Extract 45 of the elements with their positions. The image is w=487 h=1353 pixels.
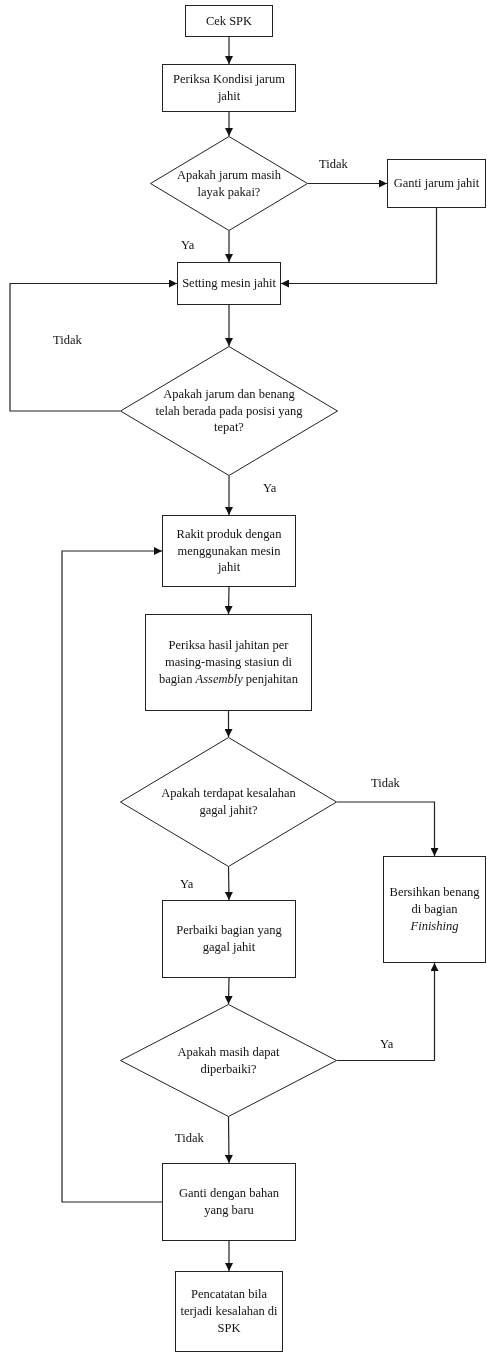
node-text: Rakit produk dengan menggunakan mesin jahit — [175, 525, 283, 577]
arrow — [224, 866, 233, 901]
node-text: Apakah jarum masih layak pakai? — [175, 166, 283, 201]
arrow — [225, 230, 233, 263]
process-box — [162, 900, 296, 978]
arrow — [307, 179, 388, 188]
node-text: Ganti dengan bahan yang baru — [178, 1185, 280, 1219]
node-text: Apakah jarum dan benang telah berada pada posisi yang tepat? — [154, 385, 304, 437]
arrow — [9, 279, 178, 412]
decision-diamond — [150, 136, 308, 231]
node-text: Cek SPK — [205, 12, 253, 30]
node-text: Perbaiki bagian yang gagal jahit — [175, 922, 283, 956]
arrow — [224, 977, 233, 1005]
arrow — [336, 801, 439, 857]
arrow — [336, 962, 439, 1062]
arrow — [225, 1240, 233, 1272]
arrow — [225, 475, 233, 516]
process-box — [185, 5, 273, 37]
arrow — [224, 1116, 233, 1164]
node-text: Periksa hasil jahitan per masing-masing stasiun di bagian Assembly penjahitan — [158, 637, 299, 688]
node-text: Ganti jarum jahit — [393, 175, 480, 192]
arrow — [61, 547, 163, 1203]
process-box — [162, 1163, 296, 1241]
process-box — [383, 856, 486, 963]
node-text: Apakah terdapat kesalahan gagal jahit? — [160, 785, 297, 819]
arrow — [224, 710, 233, 738]
arrow — [225, 111, 233, 137]
node-text: Apakah masih dapat diperbaiki? — [176, 1043, 281, 1078]
decision-diamond — [120, 346, 338, 476]
decision-diamond — [120, 737, 337, 867]
process-box — [177, 262, 281, 305]
process-box — [162, 64, 296, 112]
process-box — [162, 515, 296, 587]
arrow — [225, 36, 233, 65]
node-text: Setting mesin jahit — [182, 275, 276, 292]
process-box — [145, 614, 312, 711]
node-text: Bersihkan benang di bagian Finishing — [388, 884, 481, 935]
node-text: Periksa Kondisi jarum jahit — [172, 71, 286, 105]
arrow — [280, 207, 438, 288]
process-box — [175, 1271, 283, 1352]
arrow — [224, 586, 233, 615]
process-box — [387, 159, 486, 208]
node-text: Pencatatan bila terjadi kesalahan di SPK — [179, 1286, 279, 1337]
decision-diamond — [120, 1004, 337, 1117]
arrow — [225, 304, 233, 347]
